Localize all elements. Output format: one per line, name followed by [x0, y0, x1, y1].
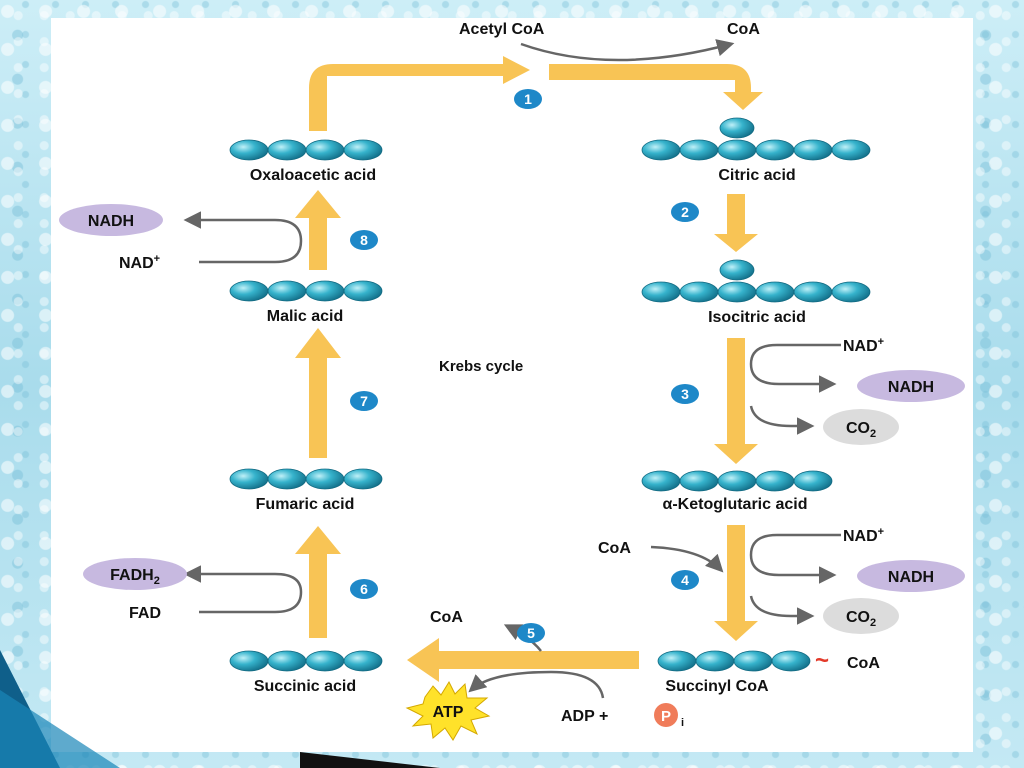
label-step4-co2: CO2 — [846, 609, 876, 629]
label-step4-nadh: NADH — [888, 569, 934, 586]
label-oxaloacetic-acid: Oxaloacetic acid — [250, 167, 376, 184]
citric-beads — [641, 117, 871, 161]
label-malic-acid: Malic acid — [267, 308, 343, 325]
bead-chains — [229, 117, 871, 672]
arrow-succinic-to-fumaric — [295, 526, 341, 638]
label-coa-top: CoA — [727, 21, 760, 38]
step-1: 1 — [514, 89, 542, 109]
step-4: 4 — [671, 570, 699, 590]
step-5: 5 — [517, 623, 545, 643]
arrow-isocitric-to-ketoglutaric — [714, 338, 758, 464]
label-step4-nad-plus: NAD+ — [843, 526, 884, 545]
svg-text:3: 3 — [681, 386, 689, 402]
arrow-ketoglutaric-to-succinyl — [714, 525, 758, 641]
arrow-oxaloacetic-to-citric-start — [309, 56, 530, 131]
step-2: 2 — [671, 202, 699, 222]
step8-nadh-bubble — [59, 204, 163, 236]
arrow-acetyl-coa — [520, 39, 735, 62]
svg-text:1: 1 — [524, 91, 532, 107]
compound-labels: Oxaloacetic acid Citric acid Isocitric a… — [250, 167, 808, 695]
step-6: 6 — [350, 579, 378, 599]
arrow-step3-co2 — [749, 405, 815, 435]
succinyl-beads — [657, 650, 811, 672]
atp-star — [405, 680, 491, 741]
label-pi-subscript: i — [681, 717, 684, 729]
step4-co2-bubble — [823, 598, 899, 634]
label-step4-coa: CoA — [598, 540, 631, 557]
diagram-title: Krebs cycle — [439, 358, 523, 375]
arrow-into-citric — [549, 64, 763, 110]
step-8: 8 — [350, 230, 378, 250]
arrow-succinyl-to-succinic — [407, 638, 639, 682]
side-arrows — [183, 39, 841, 699]
label-adp-plus: ADP + — [561, 708, 608, 725]
svg-text:2: 2 — [681, 204, 689, 220]
svg-text:6: 6 — [360, 581, 368, 597]
label-fadh2: FADH2 — [110, 567, 160, 587]
label-citric-acid: Citric acid — [718, 167, 795, 184]
label-step3-co2: CO2 — [846, 420, 876, 440]
step3-co2-bubble — [823, 409, 899, 445]
arrow-fumaric-to-malic — [295, 328, 341, 458]
arrow-step4-coa-in — [650, 545, 724, 573]
label-tilde: ~ — [815, 647, 829, 674]
fadh2-bubble — [83, 558, 187, 590]
svg-text:8: 8 — [360, 232, 368, 248]
label-p: P — [661, 708, 671, 725]
label-succinic-acid: Succinic acid — [254, 678, 356, 695]
fumaric-beads — [229, 468, 383, 490]
arrow-step3-nadh — [749, 343, 841, 393]
arrow-malic-to-oxaloacetic — [295, 190, 341, 270]
label-fad: FAD — [129, 605, 161, 622]
step-3: 3 — [671, 384, 699, 404]
arrow-step5-atp — [468, 670, 605, 699]
label-acetyl-coa: Acetyl CoA — [459, 21, 545, 38]
malic-beads — [229, 280, 383, 302]
arrow-step8-nadh — [183, 211, 303, 264]
succinic-beads — [229, 650, 383, 672]
step-markers: 1 2 3 4 5 6 7 8 — [350, 89, 699, 643]
step3-nadh-bubble — [857, 370, 965, 402]
arrow-step6-fadh2 — [183, 565, 303, 614]
arrow-step4-co2 — [749, 595, 815, 625]
label-ketoglutaric-acid: α-Ketoglutaric acid — [663, 496, 808, 513]
molecule-labels: Acetyl CoA CoA NAD+ NADH CO2 CoA NAD+ NA… — [59, 21, 965, 741]
svg-text:7: 7 — [360, 393, 368, 409]
label-step5-coa: CoA — [430, 609, 463, 626]
step4-nadh-bubble — [857, 560, 965, 592]
phosphate-circle — [654, 703, 678, 727]
isocitric-beads — [641, 259, 871, 303]
label-isocitric-acid: Isocitric acid — [708, 309, 806, 326]
label-atp: ATP — [433, 704, 464, 721]
arrow-step4-nadh — [749, 533, 841, 584]
svg-text:4: 4 — [681, 572, 689, 588]
ketoglutaric-beads — [641, 470, 833, 492]
flow-arrows — [295, 56, 763, 682]
slide: Oxaloacetic acid Citric acid Isocitric a… — [51, 18, 973, 752]
label-step8-nadh: NADH — [88, 213, 134, 230]
label-fumaric-acid: Fumaric acid — [256, 496, 355, 513]
krebs-cycle-diagram: Oxaloacetic acid Citric acid Isocitric a… — [59, 21, 965, 741]
label-step3-nad-plus: NAD+ — [843, 336, 884, 355]
label-step8-nad-plus: NAD+ — [119, 253, 160, 272]
label-step3-nadh: NADH — [888, 379, 934, 396]
svg-text:5: 5 — [527, 625, 535, 641]
label-succinyl-coa-tag: CoA — [847, 655, 880, 672]
oxaloacetic-beads — [229, 139, 383, 161]
label-succinyl-coa: Succinyl CoA — [665, 678, 769, 695]
step-7: 7 — [350, 391, 378, 411]
arrow-citric-to-isocitric — [714, 194, 758, 252]
